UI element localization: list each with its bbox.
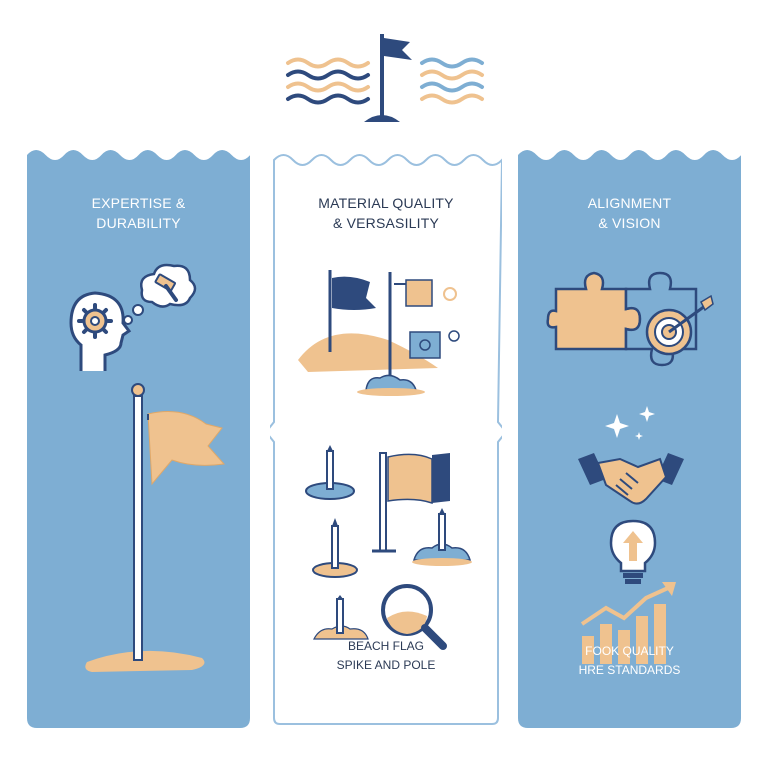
spike-icon (412, 508, 472, 566)
target-icon (645, 294, 714, 356)
waves-flag-icon (286, 34, 484, 122)
spike-icon (312, 518, 358, 578)
spike-icon (313, 595, 369, 640)
hammer-thought-icon (123, 263, 197, 325)
head-gear-icon (69, 291, 132, 371)
panel-caption: BEACH FLAG SPIKE AND POLE (336, 639, 436, 672)
sparkle-icon (605, 406, 655, 440)
panel-title: ALIGNMENT & VISION (587, 195, 672, 231)
alignment-panel: ALIGNMENT & VISION (518, 30, 741, 728)
growth-chart-icon (580, 582, 676, 664)
panel-title: EXPERTISE & DURABILITY (91, 195, 186, 231)
spike-icon (305, 445, 355, 500)
pole-flag-icon (372, 452, 450, 553)
material-panel: MATERIAL QUALITY & VERSASILITY (270, 30, 502, 728)
flag-on-sand-icon (85, 383, 225, 672)
panel-title: MATERIAL QUALITY & VERSASILITY (318, 195, 454, 231)
expertise-panel: EXPERTISE & DURABILITY (27, 30, 250, 728)
lightbulb-icon (609, 519, 657, 584)
flags-on-dune-icon (298, 270, 460, 396)
magnifier-icon (381, 584, 447, 650)
handshake-icon (578, 453, 684, 505)
panel-caption: FOOK QUALITY HRE STANDARDS (578, 644, 681, 677)
